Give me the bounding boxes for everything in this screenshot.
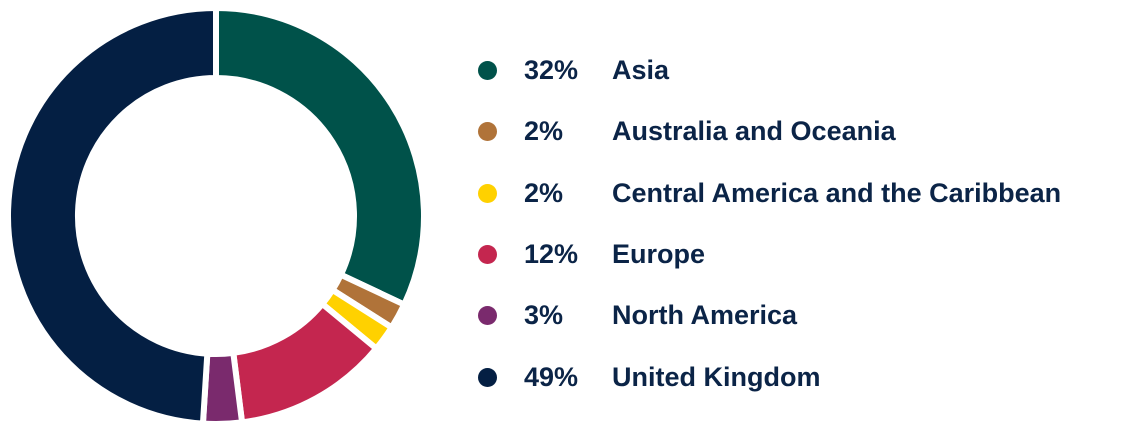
donut-chart	[5, 4, 427, 427]
legend-item-asia: 32% Asia	[478, 40, 1061, 101]
legend-percentage: 2%	[524, 177, 564, 208]
legend-label: Europe	[612, 239, 706, 270]
legend-item-central-america-and-the-caribbean: 2% Central America and the Caribbean	[478, 163, 1061, 224]
legend-dot-icon	[478, 61, 497, 81]
legend-label: North America	[612, 300, 798, 331]
legend-percentage: 32%	[524, 55, 579, 86]
chart-legend: 32% Asia 2% Australia and Oceania 2% Cen…	[478, 40, 1061, 408]
legend-percentage: 2%	[524, 116, 564, 147]
legend-item-united-kingdom: 49% United Kingdom	[478, 346, 1061, 407]
legend-item-europe: 12% Europe	[478, 224, 1061, 285]
legend-percentage: 49%	[524, 361, 579, 392]
legend-percentage: 3%	[524, 300, 564, 331]
legend-item-australia-and-oceania: 2% Australia and Oceania	[478, 101, 1061, 162]
legend-percentage: 12%	[524, 239, 579, 270]
legend-dot-icon	[478, 245, 497, 265]
legend-label: United Kingdom	[612, 361, 821, 392]
legend-dot-icon	[478, 306, 497, 326]
legend-item-north-america: 3% North America	[478, 285, 1061, 346]
legend-label: Australia and Oceania	[612, 116, 896, 147]
donut-slice-asia	[213, 4, 427, 309]
legend-label: Central America and the Caribbean	[612, 177, 1062, 208]
legend-dot-icon	[478, 183, 497, 203]
donut-slice-united-kingdom	[5, 4, 219, 427]
legend-dot-icon	[478, 122, 497, 142]
legend-label: Asia	[612, 55, 670, 86]
legend-dot-icon	[478, 367, 497, 387]
